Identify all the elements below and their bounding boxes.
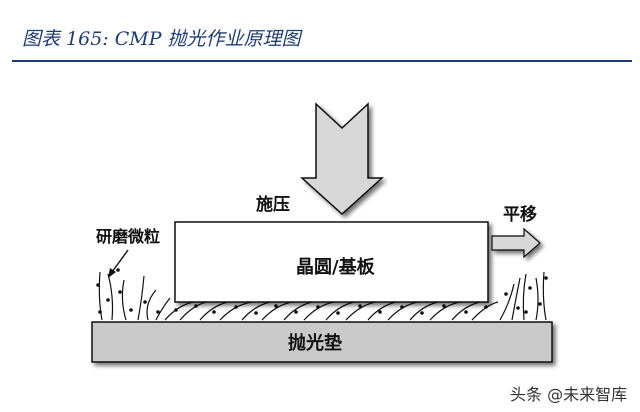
pad-label: 抛光垫 — [288, 333, 342, 354]
abrasive-particles — [96, 268, 548, 315]
translate-label: 平移 — [503, 205, 537, 225]
caption-divider — [12, 60, 632, 62]
polishing-pad — [91, 321, 553, 363]
source-watermark: 头条 @未来智库 — [510, 385, 628, 404]
wafer-label: 晶圆/基板 — [296, 257, 375, 278]
translate-arrow-icon — [491, 227, 541, 259]
pressure-arrow-icon — [300, 102, 384, 216]
pressure-label: 施压 — [256, 195, 290, 215]
wafer-substrate — [174, 221, 489, 303]
abrasive-label: 研磨微粒 — [96, 227, 161, 246]
figure-caption: 图表 165: CMP 抛光作业原理图 — [22, 28, 301, 50]
abrasive-pointer — [111, 249, 129, 273]
abrasive-pointer-head-icon — [108, 268, 116, 278]
